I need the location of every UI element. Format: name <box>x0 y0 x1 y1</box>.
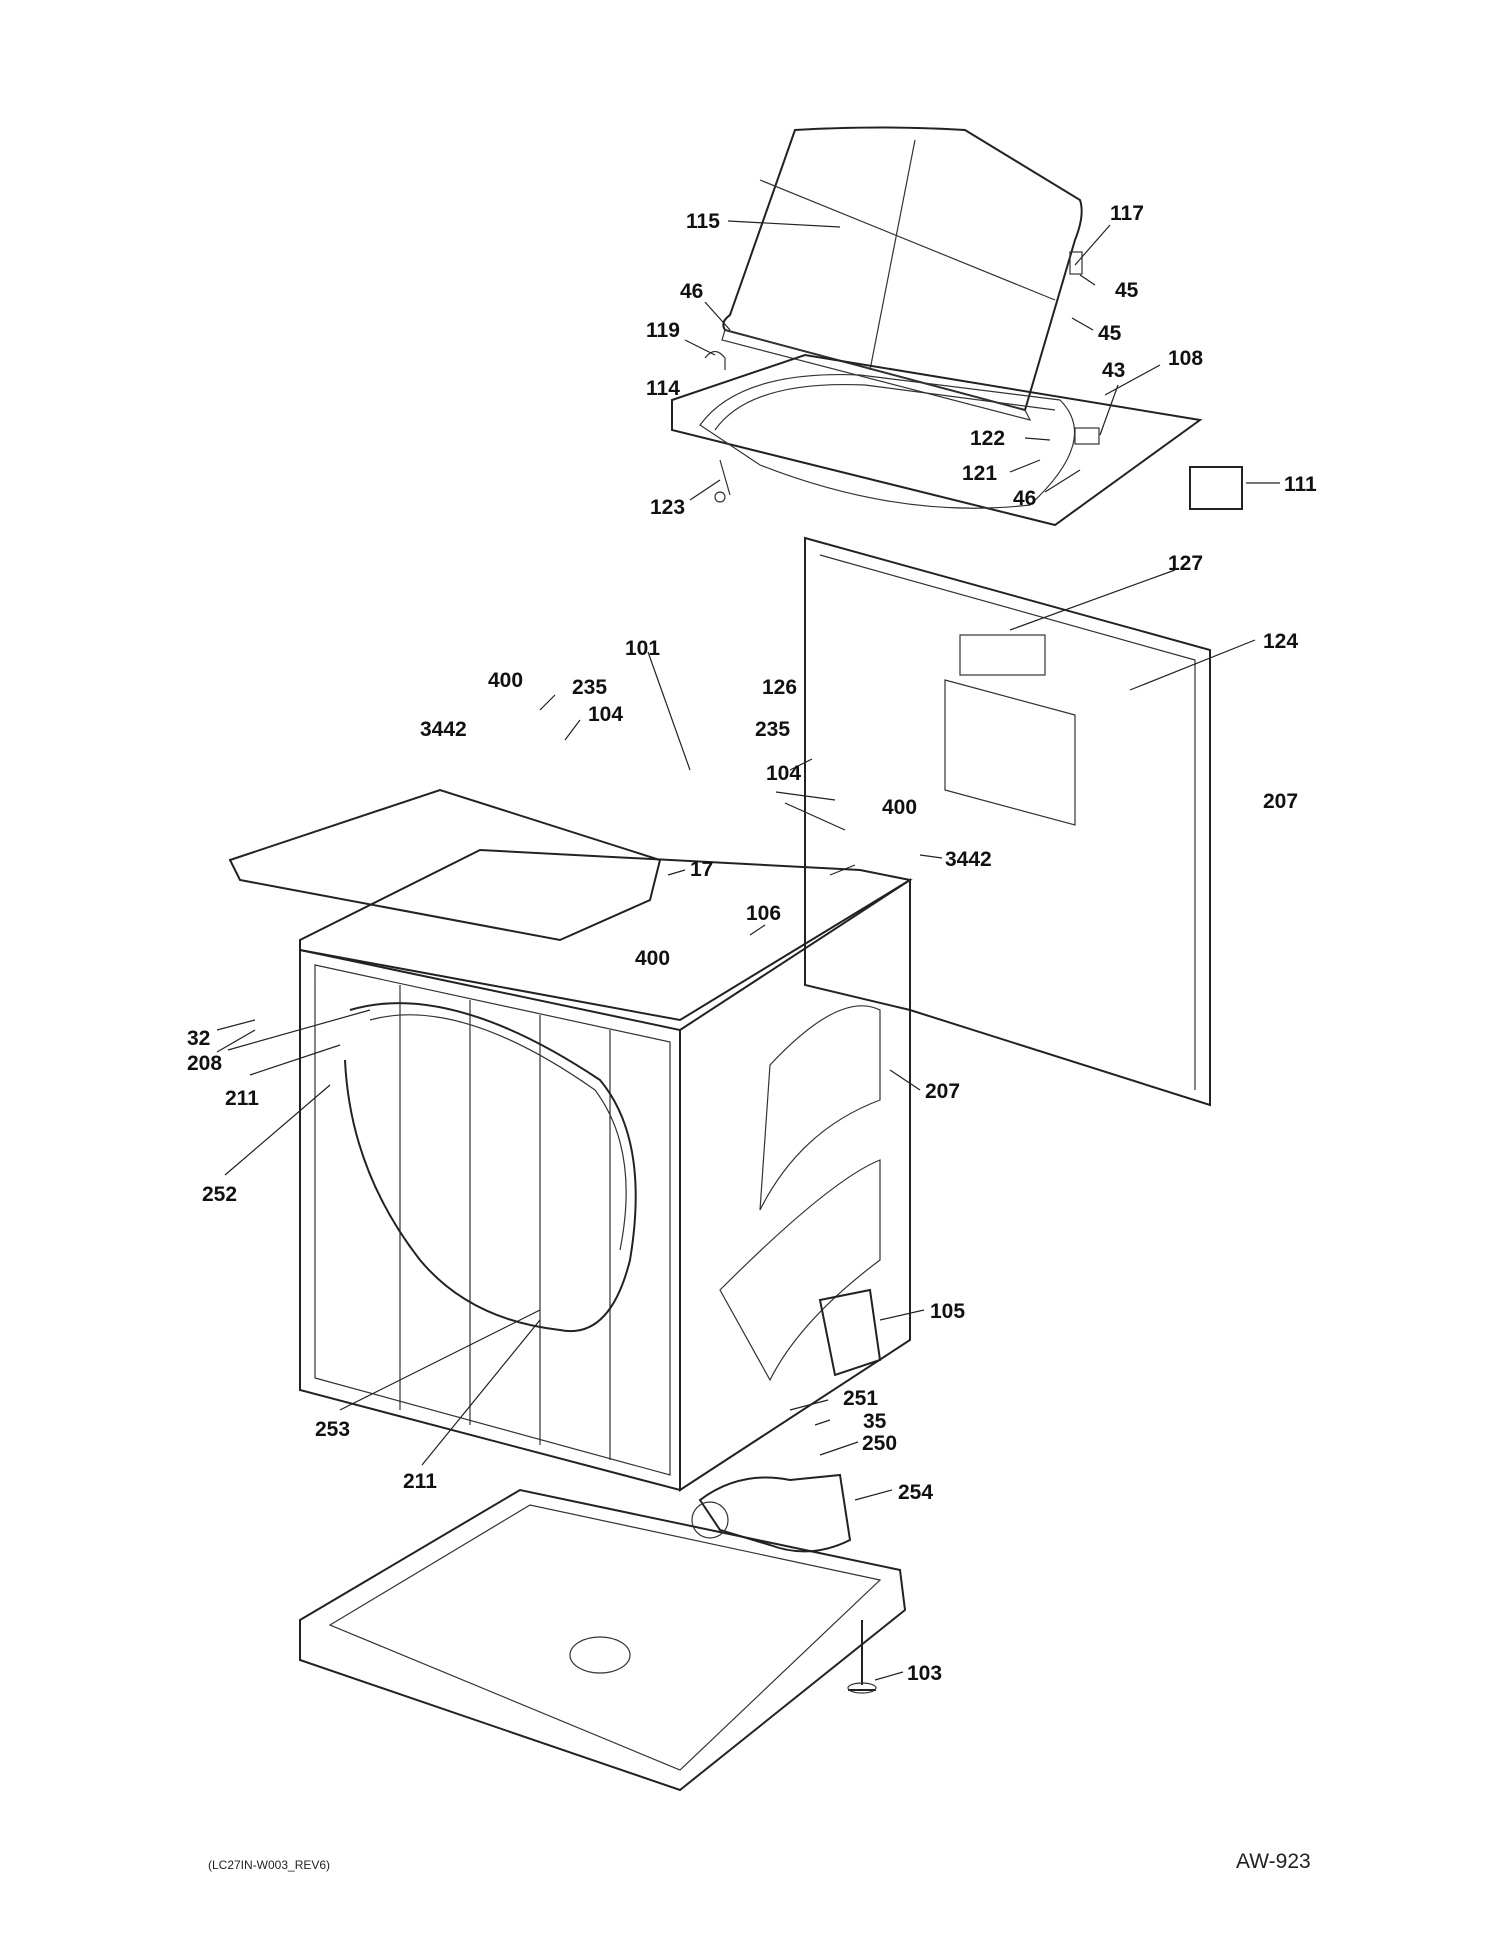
callout-211-lower: 211 <box>403 1470 437 1493</box>
callout-45-upper: 45 <box>1115 279 1139 302</box>
callout-121: 121 <box>962 462 997 485</box>
lid-part-115 <box>722 126 1083 412</box>
callout-123: 123 <box>650 496 685 519</box>
callout-103: 103 <box>907 1662 942 1685</box>
lid-assembly <box>671 126 1243 527</box>
callout-3442-left: 3442 <box>420 718 467 741</box>
callout-126: 126 <box>762 676 797 699</box>
callout-207-lower: 207 <box>925 1080 960 1103</box>
callout-127: 127 <box>1168 552 1203 575</box>
callout-35: 35 <box>863 1410 887 1433</box>
cabinet <box>228 788 913 1792</box>
callout-104-left: 104 <box>588 703 623 726</box>
callout-251: 251 <box>843 1387 878 1410</box>
callout-117: 117 <box>1110 202 1144 225</box>
callout-122: 122 <box>970 427 1005 450</box>
callout-105: 105 <box>930 1300 965 1323</box>
callout-235-right: 235 <box>755 718 790 741</box>
callout-124: 124 <box>1263 630 1298 653</box>
callout-400-top-left: 400 <box>488 669 523 692</box>
callout-3442-right: 3442 <box>945 848 992 871</box>
callout-108: 108 <box>1168 347 1203 370</box>
pump-part-254 <box>698 1473 852 1553</box>
drawing-code: (LC27IN-W003_REV6) <box>208 1858 331 1872</box>
callout-400-middle: 400 <box>635 947 670 970</box>
callout-106: 106 <box>746 902 781 925</box>
callout-250: 250 <box>862 1432 897 1455</box>
callout-114: 114 <box>646 377 680 400</box>
callout-45-lower: 45 <box>1098 322 1122 345</box>
top-cover-part-108 <box>671 353 1203 527</box>
callout-104-right: 104 <box>766 762 801 785</box>
callout-119: 119 <box>646 319 680 342</box>
callout-254: 254 <box>898 1481 933 1504</box>
callout-labels: 115 117 45 45 46 119 114 108 43 122 121 … <box>187 202 1317 1685</box>
switch-part-111 <box>1189 466 1243 510</box>
callout-101: 101 <box>625 637 660 660</box>
callout-400-top-right: 400 <box>882 796 917 819</box>
callout-115: 115 <box>686 210 720 233</box>
callout-43: 43 <box>1102 359 1125 382</box>
side-panel-part-207 <box>679 878 911 1492</box>
rear-panel <box>804 536 1211 1107</box>
callout-32: 32 <box>187 1027 210 1050</box>
callout-17: 17 <box>690 858 713 881</box>
callout-211-upper: 211 <box>225 1087 259 1110</box>
callout-111: 111 <box>1284 473 1317 496</box>
leg-part-103 <box>848 1620 876 1691</box>
sheet-id: AW-923 <box>1236 1850 1311 1873</box>
leader-lines <box>216 220 1280 1681</box>
callout-235-left: 235 <box>572 676 607 699</box>
rear-panel-part-124 <box>804 536 1211 1107</box>
callout-253: 253 <box>315 1418 350 1441</box>
callout-252: 252 <box>202 1183 237 1206</box>
callout-208: 208 <box>187 1052 222 1075</box>
callout-207-upper: 207 <box>1263 790 1298 813</box>
base-frame <box>299 1488 907 1792</box>
callout-46-lower: 46 <box>1013 487 1036 510</box>
callout-46-upper: 46 <box>680 280 703 303</box>
